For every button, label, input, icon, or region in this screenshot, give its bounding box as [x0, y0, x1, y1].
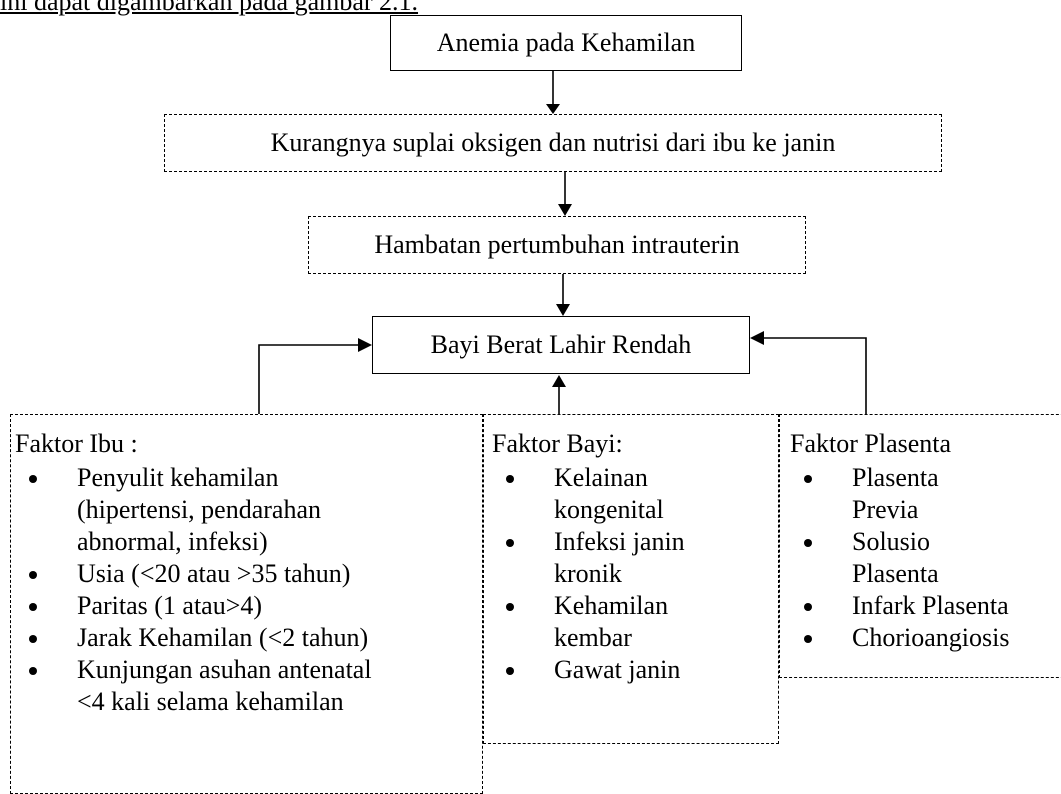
- node-growth: Hambatan pertumbuhan intrauterin: [308, 216, 806, 274]
- node-bblr-label: Bayi Berat Lahir Rendah: [430, 330, 692, 359]
- factor-plasenta-item: Solusio Plasenta: [786, 526, 1009, 590]
- factor-ibu-title: Faktor Ibu :: [15, 429, 138, 458]
- factor-plasenta-item: Plasenta Previa: [786, 462, 1009, 526]
- factor-bayi-item: Gawat janin: [488, 654, 685, 686]
- arrowhead: [546, 104, 560, 114]
- factor-plasenta-item: Chorioangiosis: [786, 622, 1009, 654]
- intro-link: ini dapat digambarkan pada gambar 2.1.: [0, 0, 419, 16]
- arrowhead: [556, 304, 570, 316]
- factor-ibu-item: Kunjungan asuhan antenatal <4 kali selam…: [11, 654, 372, 718]
- factor-bayi-list: Kelainan kongenital Infeksi janin kronik…: [488, 462, 685, 686]
- arrowhead: [358, 338, 372, 352]
- node-anemia-label: Anemia pada Kehamilan: [436, 28, 696, 57]
- node-anemia: Anemia pada Kehamilan: [390, 15, 742, 71]
- factor-bayi-item: Infeksi janin kronik: [488, 526, 685, 590]
- arrow-ibu-bblr: [258, 344, 358, 414]
- node-bblr: Bayi Berat Lahir Rendah: [372, 316, 750, 374]
- factor-bayi-item: Kelainan kongenital: [488, 462, 685, 526]
- factor-ibu-item: Usia (<20 atau >35 tahun): [11, 558, 372, 590]
- factor-ibu-list: Penyulit kehamilan (hipertensi, pendarah…: [11, 462, 372, 718]
- factor-ibu-item: Paritas (1 atau>4): [11, 590, 372, 622]
- node-growth-label: Hambatan pertumbuhan intrauterin: [374, 230, 740, 259]
- node-supply: Kurangnya suplai oksigen dan nutrisi dar…: [164, 114, 942, 172]
- factor-ibu-item: Penyulit kehamilan (hipertensi, pendarah…: [11, 462, 372, 558]
- factor-plasenta-item: Infark Plasenta: [786, 590, 1009, 622]
- factor-bayi-title: Faktor Bayi:: [492, 429, 623, 458]
- arrow-plasenta-bblr: [764, 337, 867, 414]
- factor-bayi-item: Kehamilan kembar: [488, 590, 685, 654]
- intro-text: ini dapat digambarkan pada gambar 2.1.: [0, 0, 418, 17]
- arrowhead: [558, 204, 572, 216]
- arrowhead: [552, 375, 566, 387]
- factor-plasenta-title: Faktor Plasenta: [790, 429, 952, 458]
- factor-plasenta-box: Faktor Plasenta Plasenta Previa Solusio …: [779, 414, 1061, 678]
- factor-ibu-box: Faktor Ibu : Penyulit kehamilan (hiperte…: [10, 414, 483, 794]
- factor-ibu-item: Jarak Kehamilan (<2 tahun): [11, 622, 372, 654]
- factor-bayi-box: Faktor Bayi: Kelainan kongenital Infeksi…: [483, 414, 779, 744]
- node-supply-label: Kurangnya suplai oksigen dan nutrisi dar…: [270, 128, 836, 157]
- arrowhead: [750, 331, 764, 345]
- factor-plasenta-list: Plasenta Previa Solusio Plasenta Infark …: [786, 462, 1009, 654]
